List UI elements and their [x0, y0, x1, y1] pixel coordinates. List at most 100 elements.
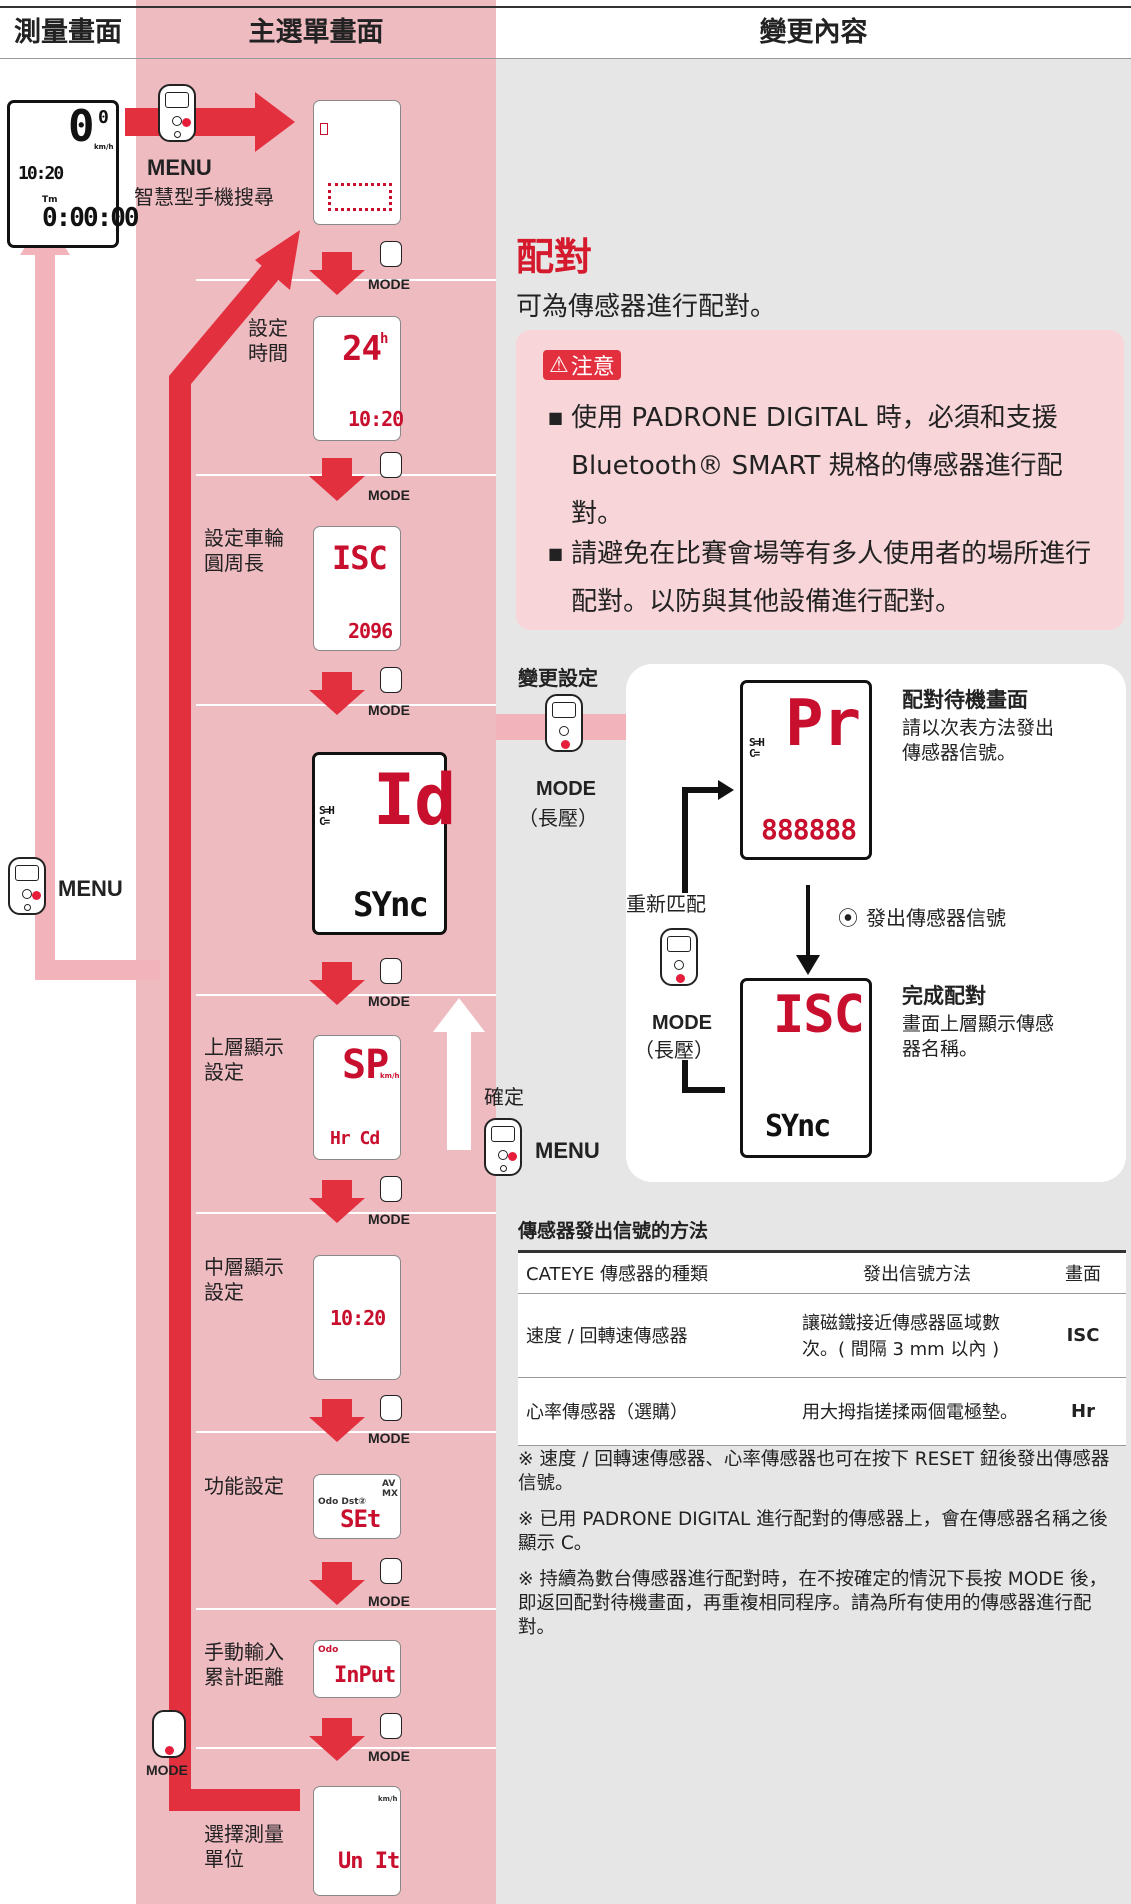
label-middle-display: 中層顯示 設定	[204, 1255, 284, 1304]
measure-time: 0:00:00	[42, 203, 140, 233]
long-press-2: （長壓）	[634, 1038, 714, 1062]
signal-table: CATEYE 傳感器的種類 發出信號方法 畫面 速度 / 回轉速傳感器 讓磁鐵接…	[518, 1253, 1126, 1446]
warning-icon: ⚠	[549, 352, 569, 378]
confirm-arrow-shaft	[447, 1030, 471, 1150]
label-set-time: 設定 時間	[248, 316, 288, 365]
device-menu-top[interactable]	[158, 84, 196, 142]
return-path-left	[35, 250, 160, 980]
table-header: 發出信號方法	[794, 1253, 1040, 1294]
table-cell: 速度 / 回轉速傳感器	[518, 1293, 794, 1378]
mode-device-4[interactable]	[380, 958, 402, 984]
func-avmx: AV MX	[382, 1479, 398, 1499]
wheel-value: 2096	[348, 619, 393, 643]
mode-label-left: MODE	[146, 1762, 188, 1778]
section-title: 配對	[516, 235, 593, 279]
done-bottom: SYnc	[765, 1109, 831, 1144]
screen-smartphone-search	[313, 100, 401, 225]
screen-set-time: 24 h 10:20	[313, 316, 404, 441]
input-text: InPut	[334, 1663, 396, 1688]
mode-label-5: MODE	[368, 1211, 410, 1227]
screen-select-unit: km/h Un It	[313, 1786, 401, 1896]
caution-item-1: ■ 使用 PADRONE DIGITAL 時，必須和支援 Bluetooth® …	[548, 394, 1104, 538]
middle-value: 10:20	[330, 1306, 386, 1330]
mode-label-4: MODE	[368, 993, 410, 1009]
id-top: Id	[373, 759, 456, 841]
table-cell: ISC	[1040, 1293, 1126, 1378]
device-menu-confirm[interactable]	[484, 1118, 522, 1176]
table-header-row: CATEYE 傳感器的種類 發出信號方法 畫面	[518, 1253, 1126, 1294]
screen-pair-wait: S=H C= Pr 888888	[740, 680, 872, 860]
note-3: ※ 持續為數台傳感器進行配對時，在不按確定的情況下長按 MODE 後，即返回配對…	[518, 1569, 1108, 1638]
intro-text: 可為傳感器進行配對。	[516, 292, 777, 322]
device-mode-repair[interactable]	[660, 928, 698, 986]
pair-wait-desc: 請以次表方法發出 傳感器信號。	[902, 717, 1055, 764]
column-header-main-menu: 主選單畫面	[248, 16, 384, 48]
menu-label-left: MENU	[58, 876, 123, 901]
func-odo: Odo Dst②	[318, 1497, 367, 1507]
caution-label: 注意	[570, 355, 615, 380]
menu-label-top: MENU	[147, 155, 212, 180]
label-function-setting: 功能設定	[204, 1474, 284, 1498]
menu-arrow-head	[255, 92, 295, 152]
table-header: 畫面	[1040, 1253, 1126, 1294]
mode-device-7[interactable]	[380, 1558, 402, 1584]
screen-set-wheel: ISC 2096	[313, 526, 401, 651]
time-h: h	[380, 331, 389, 347]
table-cell: Hr	[1040, 1377, 1126, 1446]
caution-item-1-text: 使用 PADRONE DIGITAL 時，必須和支援 Bluetooth® SM…	[571, 403, 1063, 529]
column-header-measure: 測量畫面	[14, 16, 122, 48]
pair-done-desc: 畫面上層顯示傳感 器名稱。	[902, 1013, 1055, 1060]
caution-badge: ⚠ 注意	[543, 350, 621, 380]
measure-clock: 10:20	[18, 163, 64, 184]
mode-label-7: MODE	[368, 1593, 410, 1609]
label-upper-display: 上層顯示 設定	[204, 1035, 284, 1084]
device-mode-change[interactable]	[545, 694, 583, 752]
table-cell: 讓磁鐵接近傳感器區域數次。( 間隔 3 mm 以內 )	[794, 1293, 1040, 1378]
caution-item-2-text: 請避免在比賽會場等有多人使用者的場所進行配對。以防與其他設備進行配對。	[571, 539, 1092, 617]
upper-bottom: Hr Cd	[330, 1128, 380, 1149]
dotted-frame	[328, 183, 392, 211]
measure-screen: 0 0 km/h 10:20 Tm 0:00:00	[7, 100, 140, 248]
table-header: CATEYE 傳感器的種類	[518, 1253, 794, 1294]
mode-device-8[interactable]	[380, 1713, 402, 1739]
device-menu-left[interactable]	[8, 857, 46, 915]
screen-middle-display: 10:20	[313, 1255, 401, 1380]
menu-label-confirm: MENU	[535, 1138, 600, 1163]
mode-device-3[interactable]	[380, 667, 402, 693]
label-smartphone-search: 智慧型手機搜尋	[134, 185, 274, 209]
wheel-top: ISC	[332, 539, 388, 577]
device-mode-left[interactable]	[152, 1710, 186, 1758]
sce-h-indicator: S=H C=	[319, 804, 335, 828]
send-signal-label: 發出傳感器信號	[866, 906, 1006, 930]
confirm-arrow-head	[433, 998, 485, 1032]
signal-icon: ⦿	[838, 906, 858, 930]
measure-speed-sub: 0	[98, 107, 109, 128]
phone-icon	[320, 123, 328, 135]
time-24: 24	[342, 329, 382, 369]
table-row: 速度 / 回轉速傳感器 讓磁鐵接近傳感器區域數次。( 間隔 3 mm 以內 ) …	[518, 1293, 1126, 1378]
pair-pr: Pr	[785, 687, 861, 761]
screen-id-sync: Id S=H C= SYnc	[312, 752, 456, 935]
screen-pair-done: ISC SYnc	[740, 978, 872, 1158]
mode-device-2[interactable]	[380, 452, 402, 478]
func-set: SEt	[340, 1505, 381, 1533]
caution-box	[516, 330, 1124, 630]
mode-device-1[interactable]	[380, 241, 402, 267]
mode-device-6[interactable]	[380, 1395, 402, 1421]
unit-text: Un It	[338, 1849, 400, 1874]
mode-device-5[interactable]	[380, 1176, 402, 1202]
input-odo: Odo	[318, 1645, 339, 1655]
pair-wait-title: 配對待機畫面	[902, 688, 1028, 712]
down-arrows	[309, 252, 365, 1761]
id-bottom: SYnc	[353, 885, 429, 925]
column-header-change: 變更內容	[759, 16, 868, 48]
loop-arrow-head	[255, 230, 300, 290]
long-press-1: （長壓）	[518, 806, 598, 830]
loop-path	[169, 247, 300, 1811]
caution-item-2: ■ 請避免在比賽會場等有多人使用者的場所進行配對。以防與其他設備進行配對。	[548, 530, 1104, 626]
measure-speed: 0	[68, 101, 94, 152]
label-manual-odo: 手動輸入 累計距離	[204, 1640, 284, 1689]
table-cell: 心率傳感器（選購）	[518, 1377, 794, 1446]
